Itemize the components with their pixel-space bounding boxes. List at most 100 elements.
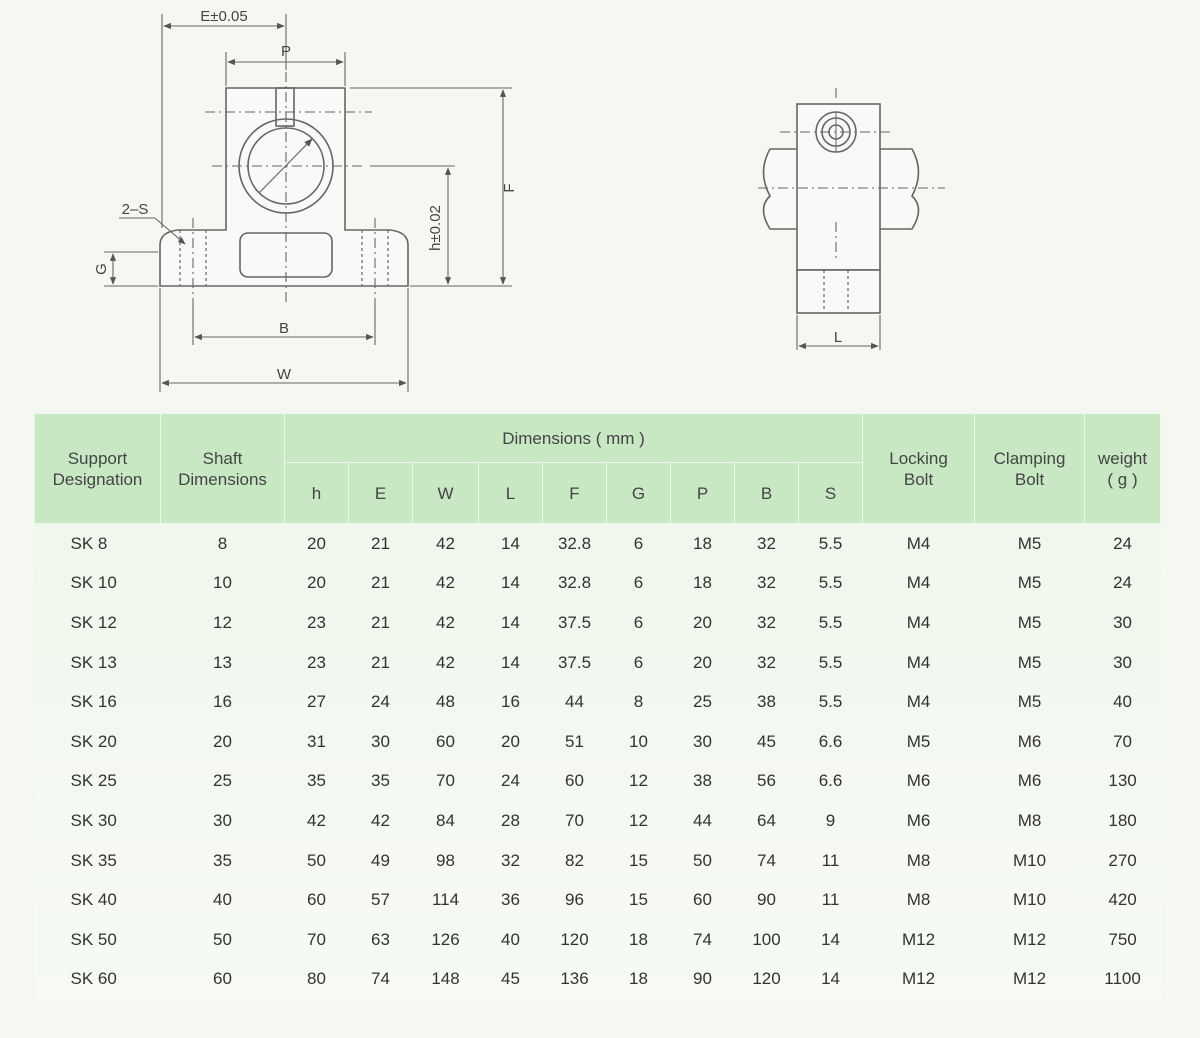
header-dim-e: E xyxy=(348,462,413,524)
table-cell: SK 50 xyxy=(70,929,117,949)
table-cell: M12 xyxy=(1013,929,1047,949)
table-cell: 5.5 xyxy=(818,652,843,672)
table-cell: M6 xyxy=(1017,771,1042,791)
table-cell: 90 xyxy=(693,969,712,989)
table-cell: 126 xyxy=(431,929,460,949)
table-cell: 21 xyxy=(371,533,390,553)
header-dim-l: L xyxy=(478,462,543,524)
table-cell: 74 xyxy=(757,850,776,870)
table-cell: 60 xyxy=(213,969,232,989)
table-cell: SK 40 xyxy=(70,890,117,910)
table-cell: 6 xyxy=(633,612,644,632)
table-cell: 35 xyxy=(307,771,326,791)
table-cell: 420 xyxy=(1108,890,1137,910)
table-cell: 42 xyxy=(371,810,390,830)
table-cell: 30 xyxy=(213,810,232,830)
table-cell: 98 xyxy=(436,850,455,870)
table-cell: SK 35 xyxy=(70,850,117,870)
table-cell: 30 xyxy=(1113,652,1132,672)
table-cell: 32 xyxy=(757,652,776,672)
table-cell: SK 60 xyxy=(70,969,117,989)
table-cell: 14 xyxy=(821,969,840,989)
table-cell: 750 xyxy=(1108,929,1137,949)
table-cell: M4 xyxy=(906,573,931,593)
table-cell: 14 xyxy=(501,533,520,553)
table-cell: SK 25 xyxy=(70,771,117,791)
table-cell: 42 xyxy=(307,810,326,830)
dim-b-label: B xyxy=(279,320,289,337)
table-cell: 60 xyxy=(307,890,326,910)
table-cell: 10 xyxy=(629,731,648,751)
dim-h-label: h±0.02 xyxy=(427,205,444,251)
front-view xyxy=(104,14,512,392)
table-cell: 30 xyxy=(693,731,712,751)
table-cell: 5.5 xyxy=(818,533,843,553)
table-cell: 18 xyxy=(629,929,648,949)
shaft-left xyxy=(762,148,797,230)
table-cell: 51 xyxy=(565,731,584,751)
header-dim-g: G xyxy=(606,462,671,524)
table-cell: 31 xyxy=(307,731,326,751)
dim-e-label: E±0.05 xyxy=(200,8,247,25)
table-cell: 70 xyxy=(1113,731,1132,751)
table-cell: 114 xyxy=(431,890,460,910)
table-cell: M10 xyxy=(1013,850,1047,870)
table-cell: 24 xyxy=(1113,533,1132,553)
table-cell: 100 xyxy=(752,929,781,949)
table-cell: 32 xyxy=(501,850,520,870)
header-dim-h: h xyxy=(284,462,349,524)
table-cell: 60 xyxy=(693,890,712,910)
table-cell: 5.5 xyxy=(818,612,843,632)
table-cell: 20 xyxy=(307,533,326,553)
base-side xyxy=(796,269,881,314)
table-cell: M8 xyxy=(906,890,931,910)
table-cell: 44 xyxy=(693,810,712,830)
dim-g-label: G xyxy=(93,263,110,275)
table-cell: 56 xyxy=(757,771,776,791)
table-cell: SK 13 xyxy=(70,652,117,672)
table-cell: 16 xyxy=(501,692,520,712)
table-cell: 6.6 xyxy=(818,771,843,791)
table-cell: 38 xyxy=(757,692,776,712)
table-cell: 5.5 xyxy=(818,573,843,593)
table-cell: SK 12 xyxy=(70,612,117,632)
table-cell: 70 xyxy=(307,929,326,949)
table-cell: 74 xyxy=(371,969,390,989)
table-cell: 9 xyxy=(825,810,836,830)
header-dim-s: S xyxy=(797,462,864,524)
table-cell: M12 xyxy=(902,969,936,989)
table-cell: 42 xyxy=(436,652,455,672)
table-cell: 24 xyxy=(1113,573,1132,593)
table-cell: 148 xyxy=(431,969,460,989)
table-cell: 82 xyxy=(565,850,584,870)
header-dim-f: F xyxy=(542,462,607,524)
table-cell: 35 xyxy=(371,771,390,791)
table-cell: 42 xyxy=(436,573,455,593)
table-cell: M5 xyxy=(1017,533,1042,553)
table-cell: 45 xyxy=(757,731,776,751)
table-cell: 70 xyxy=(436,771,455,791)
table-cell: 8 xyxy=(217,533,228,553)
table-cell: 6 xyxy=(633,573,644,593)
table-cell: 42 xyxy=(436,612,455,632)
table-cell: 130 xyxy=(1108,771,1137,791)
table-cell: 32 xyxy=(757,573,776,593)
table-cell: 35 xyxy=(213,850,232,870)
dim-w-label: W xyxy=(277,366,292,383)
table-cell: 20 xyxy=(693,612,712,632)
shaft-right xyxy=(880,148,920,230)
table-cell: 27 xyxy=(307,692,326,712)
table-cell: 11 xyxy=(821,890,840,910)
table-cell: 12 xyxy=(629,810,648,830)
table-cell: 37.5 xyxy=(557,612,592,632)
header-dimensions: Dimensions ( mm ) xyxy=(283,413,864,463)
